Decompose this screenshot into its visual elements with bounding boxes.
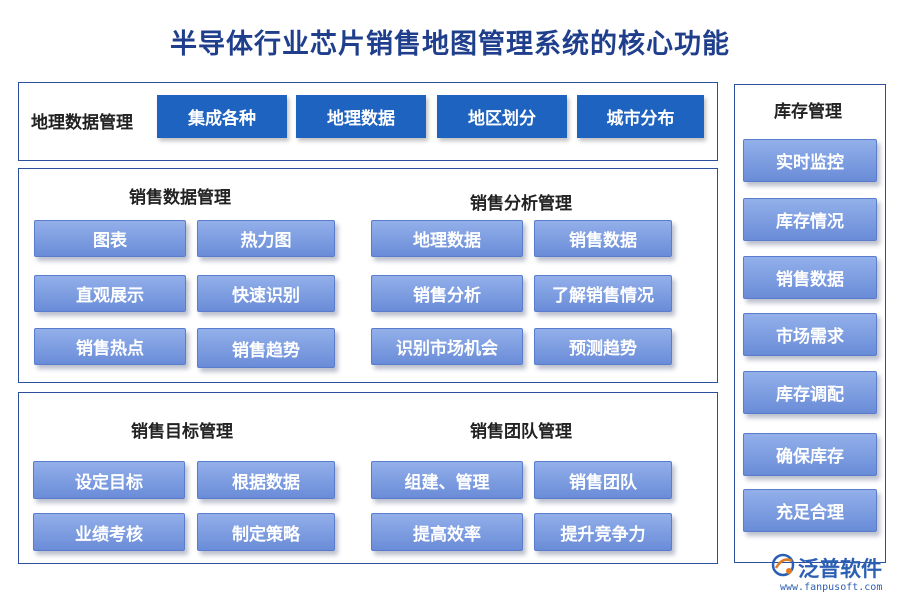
sales-team-item-sales-team: 销售团队 <box>534 461 672 499</box>
sales-analysis-label: 销售分析管理 <box>470 194 572 214</box>
sales-analysis-item-geo-data: 地理数据 <box>371 220 523 257</box>
brand-url: www.fanpusoft.com <box>780 582 883 593</box>
sales-data-item-chart: 图表 <box>34 220 186 257</box>
inventory-item-realtime-monitor: 实时监控 <box>743 139 877 182</box>
sales-target-item-performance: 业绩考核 <box>33 513 185 551</box>
sales-target-item-strategy: 制定策略 <box>197 513 335 551</box>
inventory-item-market-demand: 市场需求 <box>743 313 877 356</box>
sales-data-item-visual-display: 直观展示 <box>34 275 186 312</box>
sales-team-item-build-manage: 组建、管理 <box>371 461 523 499</box>
sales-target-label: 销售目标管理 <box>131 422 233 442</box>
sales-analysis-item-sales-data: 销售数据 <box>534 220 672 257</box>
inventory-item-allocation: 库存调配 <box>743 371 877 414</box>
page-title: 半导体行业芯片销售地图管理系统的核心功能 <box>170 29 730 60</box>
inventory-item-stock-status: 库存情况 <box>743 198 877 241</box>
sales-target-item-set-goal: 设定目标 <box>33 461 185 499</box>
sales-analysis-item-understand: 了解销售情况 <box>534 275 672 312</box>
sales-target-item-based-on-data: 根据数据 <box>197 461 335 499</box>
geo-data-label: 地理数据管理 <box>31 113 133 133</box>
geo-item-integrate: 集成各种 <box>157 95 287 138</box>
sales-analysis-item-opportunity: 识别市场机会 <box>371 328 523 365</box>
sales-team-item-competitiveness: 提升竞争力 <box>534 513 672 551</box>
sales-data-item-quick-identify: 快速识别 <box>197 275 335 312</box>
sales-analysis-item-forecast: 预测趋势 <box>534 328 672 365</box>
sales-data-item-hotspot: 销售热点 <box>34 328 186 365</box>
geo-item-region-division: 地区划分 <box>437 95 567 138</box>
sales-team-label: 销售团队管理 <box>470 422 572 442</box>
geo-item-geo-data: 地理数据 <box>296 95 426 138</box>
sales-data-label: 销售数据管理 <box>129 188 231 208</box>
inventory-label: 库存管理 <box>774 102 842 122</box>
inventory-item-ensure-stock: 确保库存 <box>743 433 877 476</box>
brand-name: 泛普软件 <box>798 557 882 581</box>
fanpu-logo-icon <box>771 553 795 577</box>
sales-analysis-item-analysis: 销售分析 <box>371 275 523 312</box>
inventory-item-sufficient: 充足合理 <box>743 489 877 532</box>
sales-data-item-heatmap: 热力图 <box>197 220 335 257</box>
geo-item-city-distribution: 城市分布 <box>577 95 704 138</box>
sales-team-item-efficiency: 提高效率 <box>371 513 523 551</box>
inventory-item-sales-data: 销售数据 <box>743 256 877 299</box>
sales-data-item-trend: 销售趋势 <box>197 328 335 368</box>
